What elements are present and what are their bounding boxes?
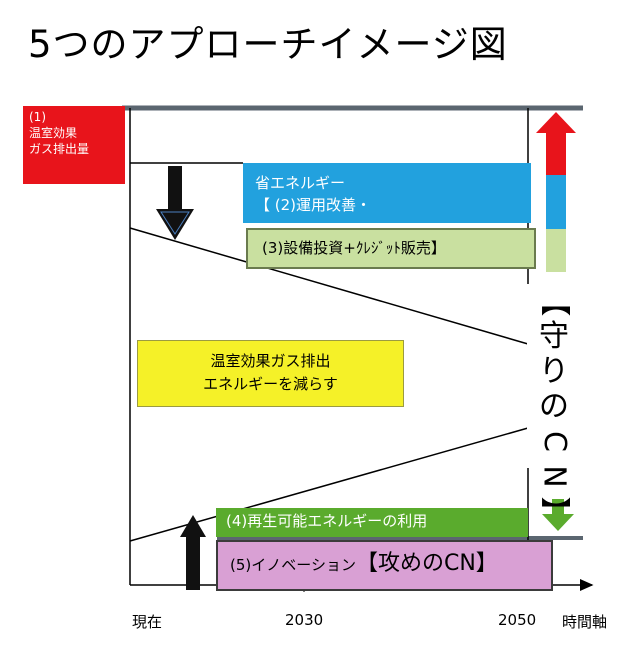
renewable-energy-box: (4)再生可能エネルギーの利用 — [216, 508, 528, 537]
down-arrow-icon — [156, 166, 194, 240]
defensive-cn-bracket-close: 】 — [536, 496, 572, 527]
axis-label-2050: 2050 — [498, 611, 537, 629]
defensive-cn-char: 守 — [539, 319, 569, 354]
rising-emission-arrow-icon — [536, 112, 576, 272]
energy-saving-box: 省エネルギー 【 (2)運用改善・ — [243, 163, 531, 223]
defensive-cn-bracket-open: 【 — [536, 286, 572, 317]
emission-label-line2: ガス排出量 — [29, 142, 90, 156]
reduce-emission-box: 温室効果ガス排出 エネルギーを減らす — [137, 340, 404, 407]
offensive-cn-label: 【攻めのCN】 — [355, 551, 498, 576]
equipment-investment-box: (3)設備投資+ｸﾚｼﾞｯﾄ販売】 — [246, 228, 536, 269]
axis-label-2030: 2030 — [285, 611, 324, 629]
reduce-emission-line2: エネルギーを減らす — [203, 375, 338, 393]
defensive-cn-char: C — [536, 431, 572, 452]
defensive-cn-label: 【 守 り の C N 】 — [527, 284, 581, 527]
equipment-investment-label: (3)設備投資+ｸﾚｼﾞｯﾄ販売】 — [262, 239, 446, 257]
energy-saving-title: 省エネルギー — [255, 174, 346, 192]
defensive-cn-char: の — [539, 389, 569, 424]
up-arrow-icon — [180, 515, 206, 590]
innovation-box: (5)イノベーション【攻めのCN】 — [216, 540, 553, 591]
defensive-cn-char: り — [539, 354, 569, 389]
innovation-label: (5)イノベーション — [230, 556, 356, 574]
reduction-diagonal — [129, 227, 529, 345]
green-down-arrow-icon — [542, 499, 574, 531]
reduce-emission-line1: 温室効果ガス排出 — [210, 352, 331, 370]
emission-label-line1: 温室効果 — [29, 126, 78, 140]
defensive-cn-char: N — [536, 465, 572, 488]
axis-label-time: 時間軸 — [562, 613, 608, 631]
page-title: 5つのアプローチイメージ図 — [28, 23, 508, 66]
emission-label-number: (1) — [29, 110, 46, 124]
operation-improvement-label: 【 (2)運用改善・ — [255, 196, 372, 214]
emission-label: (1) 温室効果 ガス排出量 — [23, 106, 125, 184]
renewable-energy-label: (4)再生可能エネルギーの利用 — [226, 512, 428, 530]
axis-label-now: 現在 — [132, 613, 163, 631]
